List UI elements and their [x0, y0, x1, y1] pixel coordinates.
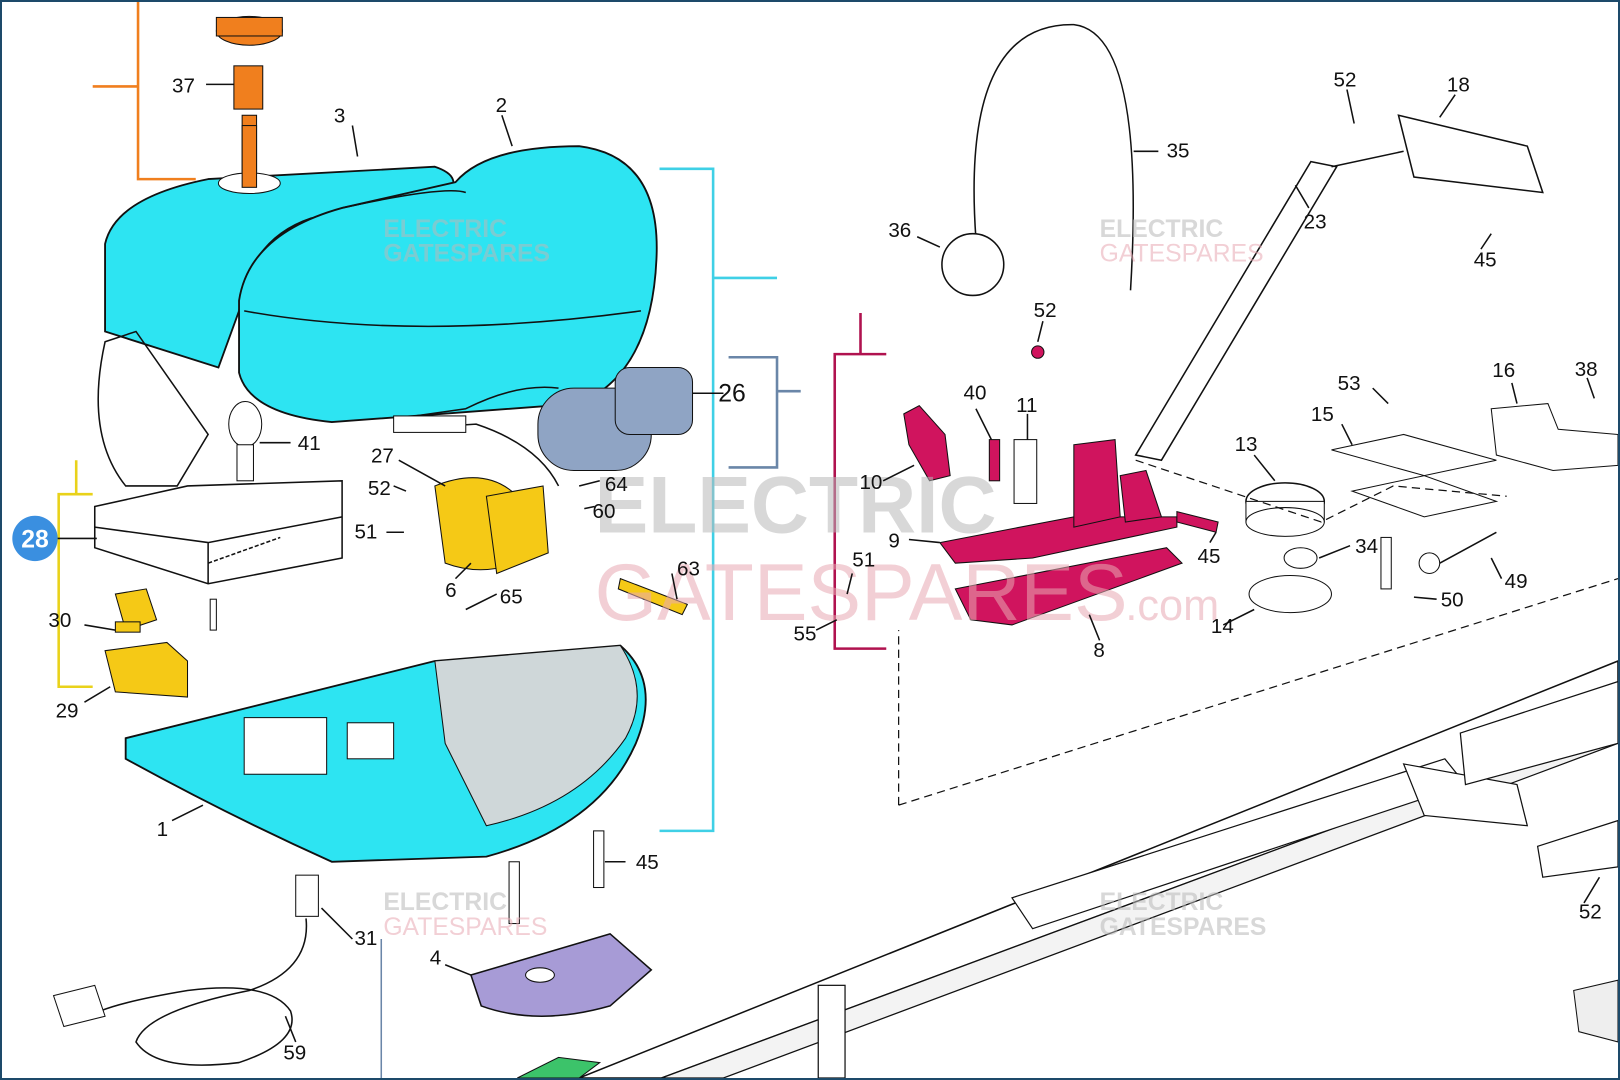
label-35: 35 — [1167, 139, 1190, 162]
label-64: 64 — [605, 473, 628, 496]
label-29: 29 — [56, 700, 79, 723]
terminal-parts — [104, 477, 689, 698]
svg-text:GATESPARES: GATESPARES — [383, 240, 550, 267]
label-14: 14 — [1211, 615, 1234, 638]
label-52-carriage: 52 — [1034, 299, 1057, 322]
rail-assembly — [517, 578, 1618, 1078]
label-45-top: 45 — [1474, 249, 1497, 272]
bracket-magenta — [833, 312, 887, 650]
spring-part-37 — [233, 65, 264, 110]
label-9: 9 — [888, 530, 899, 553]
label-10: 10 — [859, 471, 882, 494]
door-arm-23 — [1134, 160, 1338, 462]
label-52-rail: 52 — [1579, 900, 1602, 923]
bracket-cyan — [659, 167, 778, 833]
label-30: 30 — [48, 609, 71, 632]
label-51-carriage: 51 — [852, 548, 875, 571]
label-6: 6 — [445, 579, 456, 602]
label-23: 23 — [1304, 211, 1327, 234]
cover-assembly — [104, 15, 658, 424]
control-box — [93, 330, 343, 585]
watermark-small-4: ELECTRIC GATESPARES — [1100, 889, 1267, 941]
label-50: 50 — [1441, 588, 1464, 611]
label-11: 11 — [1016, 394, 1037, 417]
label-18: 18 — [1447, 74, 1470, 97]
label-26: 26 — [718, 381, 746, 408]
label-41: 41 — [298, 432, 321, 455]
label-63: 63 — [677, 558, 700, 581]
label-36: 36 — [888, 219, 911, 242]
label-40: 40 — [964, 381, 987, 404]
release-handle-36 — [941, 232, 1005, 297]
label-3: 3 — [334, 104, 345, 127]
label-1: 1 — [157, 818, 168, 841]
label-45-base: 45 — [636, 851, 659, 874]
label-51-motor: 51 — [354, 520, 377, 543]
label-31: 31 — [354, 927, 377, 950]
svg-text:.com: .com — [1125, 582, 1219, 630]
label-53: 53 — [1338, 372, 1361, 395]
base-plate — [124, 644, 647, 863]
label-65: 65 — [500, 585, 523, 608]
watermark-large: ELECTRIC GATESPARES .com — [595, 460, 1220, 637]
svg-text:GATESPARES: GATESPARES — [595, 548, 1128, 638]
bracket-orange — [92, 2, 196, 181]
label-15: 15 — [1311, 403, 1334, 426]
label-49: 49 — [1505, 570, 1528, 593]
carriage-assembly — [903, 345, 1219, 626]
label-4: 4 — [430, 947, 441, 970]
mount-part-4 — [469, 932, 653, 1017]
label-37: 37 — [172, 75, 195, 98]
bracket-slate — [728, 355, 801, 469]
watermark-small-1: ELECTRIC GATESPARES — [383, 216, 550, 268]
watermark-small-2: ELECTRIC GATESPARES — [1100, 216, 1264, 268]
highlight-badge-circle[interactable] — [12, 515, 58, 562]
svg-text:ELECTRIC: ELECTRIC — [383, 216, 507, 243]
power-cable — [52, 874, 319, 1066]
label-38: 38 — [1575, 358, 1598, 381]
label-59: 59 — [283, 1041, 306, 1064]
svg-text:ELECTRIC: ELECTRIC — [1100, 889, 1224, 916]
label-52-top: 52 — [1334, 68, 1357, 91]
motor-assembly — [393, 367, 694, 487]
watermark-small-3: ELECTRIC GATESPARES — [383, 889, 547, 941]
label-13: 13 — [1235, 433, 1258, 456]
drive-parts — [1135, 403, 1618, 614]
label-2: 2 — [496, 94, 507, 117]
label-55: 55 — [794, 622, 817, 645]
svg-text:GATESPARES: GATESPARES — [1100, 240, 1264, 267]
svg-text:ELECTRIC: ELECTRIC — [383, 889, 507, 916]
label-45-carriage: 45 — [1198, 545, 1221, 568]
release-cord-35 — [973, 23, 1135, 291]
bracket-yellow — [57, 460, 93, 689]
svg-text:GATESPARES: GATESPARES — [1100, 914, 1267, 941]
bracket-18 — [1397, 114, 1544, 194]
svg-text:ELECTRIC: ELECTRIC — [595, 460, 997, 550]
label-27: 27 — [371, 444, 394, 467]
label-60: 60 — [593, 500, 616, 523]
label-8: 8 — [1093, 639, 1104, 662]
label-52-motor: 52 — [368, 477, 391, 500]
svg-text:GATESPARES: GATESPARES — [383, 914, 547, 941]
label-34: 34 — [1355, 535, 1378, 558]
label-16: 16 — [1492, 359, 1515, 382]
svg-text:ELECTRIC: ELECTRIC — [1100, 216, 1224, 243]
highlight-badge-28[interactable]: 28 — [21, 527, 49, 554]
fasteners — [209, 536, 1392, 925]
